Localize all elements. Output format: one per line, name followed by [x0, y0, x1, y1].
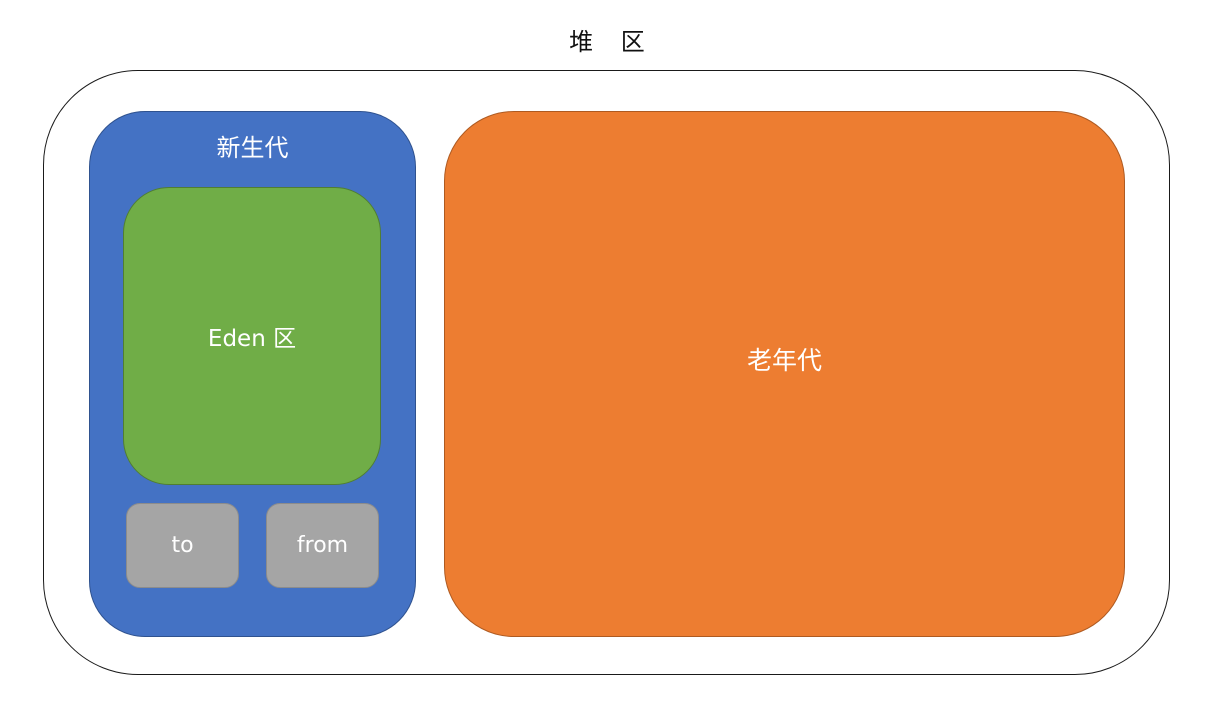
- young-generation-label: 新生代: [216, 134, 289, 162]
- old-generation-label: 老年代: [746, 346, 822, 375]
- eden-space-label: Eden 区: [207, 326, 297, 352]
- survivor-from-box: from: [266, 503, 379, 588]
- heap-title: 堆 区: [569, 28, 655, 56]
- survivor-from-label: from: [296, 533, 349, 558]
- survivor-to-box: to: [126, 503, 239, 588]
- old-generation-box: 老年代: [444, 111, 1125, 637]
- eden-space-box: Eden 区: [123, 187, 381, 485]
- survivor-to-label: to: [171, 533, 194, 558]
